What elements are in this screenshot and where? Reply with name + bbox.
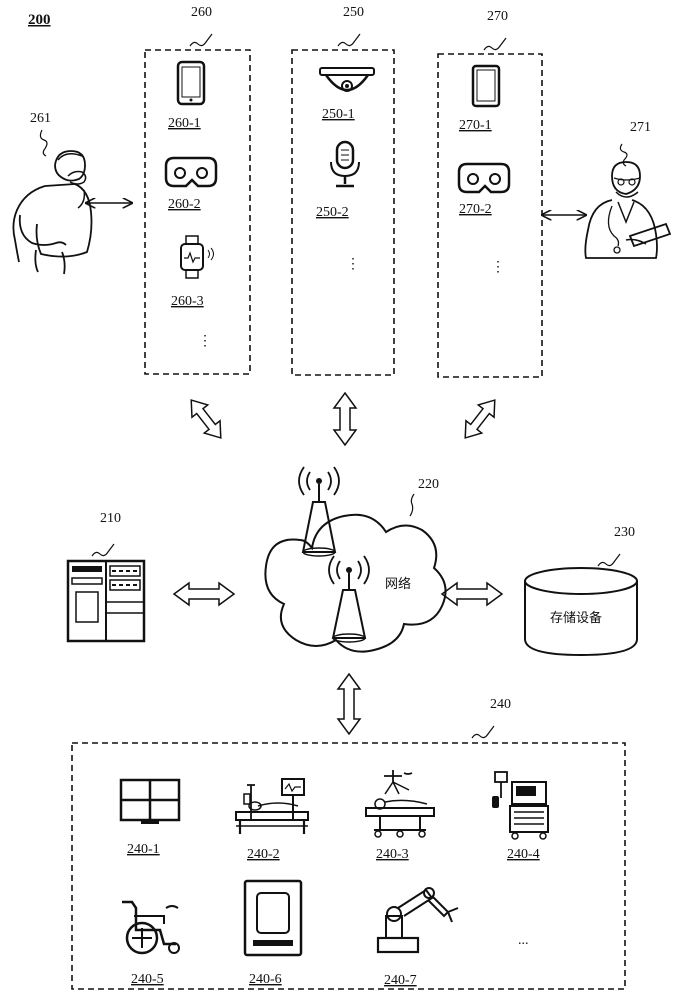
item-240-2: 240-2 [247,847,280,862]
tablet-icon [473,66,499,106]
display-monitor-icon [121,780,179,824]
item-270-2: 270-2 [459,202,492,217]
medical-tablet-icon [245,881,301,955]
double-arrow-250-network [334,393,356,445]
vr-headset-icon [459,164,509,192]
doctor-figure-icon: 271 [585,120,670,258]
server-rack-icon: 210 [68,511,144,641]
item-240-3: 240-3 [376,847,409,862]
double-arrow-network-storage [442,583,502,605]
double-arrow-network-240 [338,674,360,734]
item-240-7: 240-7 [384,973,417,988]
double-arrow-260-network [183,394,228,444]
device-group-240: 240 240-1 240-2 [72,697,625,989]
double-arrow-server-network [174,583,234,605]
wheelchair-icon [122,902,179,953]
doctor-ref: 271 [630,120,651,135]
leader-line [338,34,360,46]
more-ellipsis: ... [518,933,529,948]
dome-camera-icon [320,68,374,91]
anesthesia-machine-icon [492,772,548,839]
network-ref: 220 [418,477,439,492]
item-250-1: 250-1 [322,107,355,122]
network-cloud-icon: 220 网络 [265,467,445,652]
smartwatch-icon [181,236,214,278]
item-240-6: 240-6 [249,972,282,987]
leader-line [472,726,494,738]
group-ref-240: 240 [490,697,511,712]
storage-label: 存储设备 [550,610,602,626]
network-label: 网络 [385,576,411,592]
item-240-1: 240-1 [127,842,160,857]
storage-ref: 230 [614,525,635,540]
vr-headset-icon [166,158,216,186]
more-ellipsis: ⋮ [346,257,360,272]
device-group-270: 270 270-1 270-2 ⋮ [438,9,542,377]
figure-label: 200 [28,12,51,28]
device-group-250: 250 250-1 250-2 ⋮ [292,5,394,375]
robotic-arm-icon [378,888,458,952]
double-arrow-270-network [457,394,502,444]
patient-ref: 261 [30,111,51,126]
storage-database-icon: 230 存储设备 [525,525,637,655]
item-260-1: 260-1 [168,116,201,131]
leader-line [484,38,506,50]
smartphone-icon [178,62,204,104]
more-ellipsis: ⋮ [491,260,505,275]
server-ref: 210 [100,511,121,526]
microphone-icon [331,142,359,186]
item-270-1: 270-1 [459,118,492,133]
group-ref-250: 250 [343,5,364,20]
item-240-4: 240-4 [507,847,540,862]
surgical-robot-icon [366,770,434,837]
item-240-5: 240-5 [131,972,164,987]
item-260-3: 260-3 [171,294,204,309]
item-250-2: 250-2 [316,205,349,220]
group-ref-260: 260 [191,5,212,20]
group-ref-270: 270 [487,9,508,24]
item-260-2: 260-2 [168,197,201,212]
leader-line [190,34,212,46]
patient-figure-icon: 261 [13,111,91,274]
hospital-bed-icon [236,779,308,834]
device-group-260: 260 260-1 260-2 260-3 ⋮ [145,5,250,374]
more-ellipsis: ⋮ [198,334,212,349]
